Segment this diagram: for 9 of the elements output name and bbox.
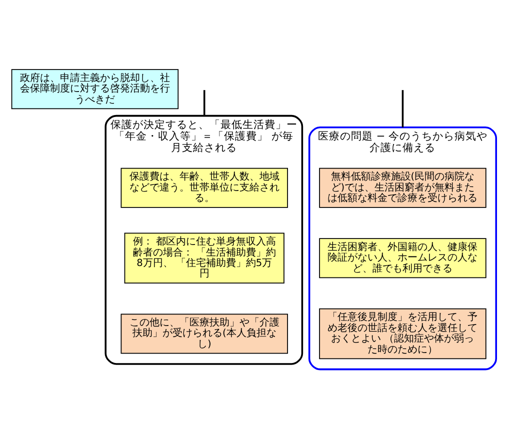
node-box: 生活困窮者、外国籍の人、健康保険証がない人、ホームレスの人など、誰でも利用できる	[319, 238, 486, 278]
node-box: 政府は、申請主義から脱却し、社会保障制度に対する啓発活動を行うべきだ	[11, 68, 179, 109]
node-box: この他に、「医療扶助」や「介護扶助」が受けられる(本人負担なし)	[120, 313, 288, 354]
node-box: 無料低額診療施設(民間の病院など)では、生活困窮者が無料または低額な料金で診療を受けられる	[319, 167, 486, 208]
node-box: 保護費は、年齢、世帯人数、地域などで違う。世帯単位に支給される。	[120, 167, 288, 208]
connector	[402, 90, 404, 127]
node-box: 「任意後見制度」を活用して、予め老後の世話を頼む人を選任しておくとよい （認知症や体が弱った時のために）	[319, 308, 486, 359]
node-box: 例： 都区内に住む単身無収入高齢者の場合： 「生活補助費」約8万円、 「住宅補助費」約5万円	[124, 232, 284, 283]
connector	[203, 90, 206, 116]
